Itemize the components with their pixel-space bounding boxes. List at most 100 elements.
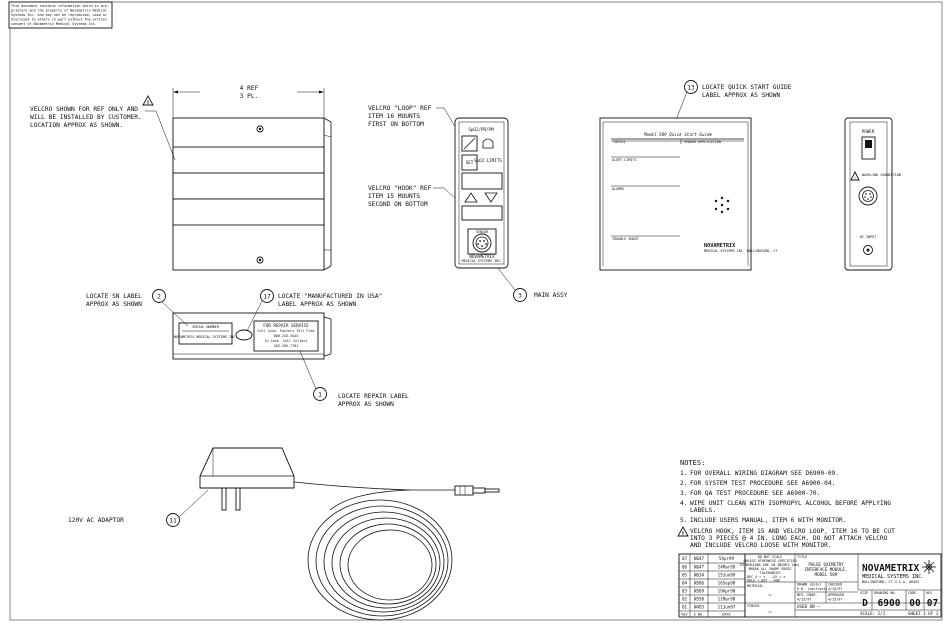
- rev-cell: 19Apr98: [718, 589, 736, 594]
- item-balloon: [166, 513, 180, 527]
- note-text: FOR QA TEST PROCEDURE SEE A6900-70.: [690, 490, 820, 497]
- approved-value: 4/15/97: [828, 598, 842, 602]
- note-flag-icon: [677, 526, 689, 537]
- rev-cell: N493: [694, 605, 705, 610]
- repair-title: FOR REPAIR SERVICE: [263, 323, 309, 328]
- rev-cell: 03: [682, 589, 688, 594]
- guide-row: ALARMS: [612, 187, 624, 191]
- dwg-label: DRAWING NO.: [874, 591, 896, 595]
- rev-header: DATE: [722, 613, 730, 617]
- main-unit-top-view: 4 REF 3 PL. VELCRO SHOWN FOR REF ONLY AN…: [30, 85, 332, 271]
- scale-note: DIMENSIONS ARE IN INCHES (mm): [740, 563, 799, 567]
- ac-adaptor: 120V AC ADAPTOR 11: [68, 447, 500, 621]
- down-arrow-icon: [484, 192, 498, 203]
- note-text: FOR SYSTEM TEST PROCEDURE SEE A6900-04.: [690, 480, 835, 487]
- note-text: INCLUDE USERS MANUAL, ITEM 6 WITH MONITO…: [690, 517, 846, 524]
- sheet-border: [9, 1, 943, 621]
- code-value: 00: [909, 598, 921, 609]
- item-balloon: [513, 288, 527, 302]
- velcro-loop-callout: VELCRO "LOOP" REF: [368, 105, 432, 112]
- disclaimer-line: disclosed to others in part without the …: [11, 18, 107, 22]
- code-label: CODE: [908, 591, 916, 595]
- rev-cell: 07: [682, 556, 688, 561]
- tolerance: HOLE +.007 -.000: [747, 579, 780, 583]
- rev-cell: N558: [694, 597, 705, 602]
- guide-brand: NOVAMETRIX: [704, 243, 736, 249]
- dimension-label: 3 PL.: [240, 93, 259, 100]
- rev-cell: N647: [694, 556, 705, 561]
- item-number: 11: [169, 518, 177, 525]
- note-text: VELCRO HOOK, ITEM 15 AND VELCRO LOOP, IT…: [690, 528, 895, 535]
- svg-text:6: 6: [147, 100, 150, 105]
- drawing-title: PULSE OXIMETRY: [808, 562, 844, 567]
- main-assy-label: MAIN ASSY: [534, 292, 568, 299]
- material-value: ~: [768, 592, 772, 599]
- scale-note: TOLERANCES: [760, 571, 780, 575]
- scale-note: UNLESS OTHERWISE SPECIFIED: [743, 559, 796, 563]
- panel-header: SpO2/PR/PM: [468, 127, 494, 132]
- disclaimer-line: consent of Novametrix Medical Systems In…: [11, 22, 97, 26]
- rev-cell: 16Sep98: [718, 581, 736, 586]
- velcro-hook-callout: SECOND ON BOTTOM: [368, 201, 428, 208]
- limits-button: [461, 154, 478, 171]
- title-label: TITLE: [797, 555, 807, 559]
- mfg-label: MFG. ENGR.: [797, 593, 817, 597]
- company-name: NOVAMETRIX: [862, 563, 919, 574]
- velcro-loop-callout: FIRST ON BOTTOM: [368, 121, 424, 128]
- sn-callout: APPROX AS SHOWN: [86, 301, 142, 308]
- rev-cell: N647: [694, 565, 705, 570]
- link-connector: [858, 186, 878, 206]
- drawing-title: MODEL 509: [815, 572, 838, 577]
- quick-start-callout: LABEL APPROX AS SHOWN: [702, 92, 781, 99]
- drawn-label: DRAWN (date): [797, 583, 822, 587]
- item-balloon: [260, 289, 274, 303]
- callout-line: VELCRO SHOWN FOR REF ONLY AND: [30, 106, 138, 113]
- velcro-ref-callout: VELCRO SHOWN FOR REF ONLY AND WILL BE IN…: [30, 95, 176, 161]
- callout-line: LOCATION APPROX AS SHOWN.: [30, 122, 123, 129]
- item-number: 3: [518, 293, 522, 300]
- guide-brand-sub: MEDICAL SYSTEMS INC. WALLINGFORD, CT: [704, 249, 778, 253]
- note-text: WIPE UNIT CLEAN WITH ISOPROPYL ALCOHOL B…: [690, 500, 891, 507]
- rev-cell: 5Apr99: [719, 556, 735, 561]
- company-logo-icon: [922, 560, 936, 574]
- item-number: 1: [318, 392, 322, 399]
- guide-row: TROUBLE SHOOT: [612, 237, 639, 241]
- side-panel-view: POWER ! WAVELINK CONNECTION DC INPUT: [844, 117, 901, 271]
- rev-cell: N569: [694, 589, 705, 594]
- velcro-hook-callout: ITEM 15 MOUNTS: [368, 193, 420, 200]
- dimension-label: 4 REF: [240, 85, 259, 92]
- rev-cell: 11Jun97: [718, 605, 736, 610]
- material-label: MATERIAL: [747, 584, 763, 588]
- finish-value: ~: [768, 609, 772, 616]
- size-label: SIZE: [860, 591, 868, 595]
- sn-label-title: SERIAL NUMBER: [192, 325, 219, 329]
- note-number: 4.: [680, 500, 687, 507]
- note-text: AND INCLUDE VELCRO LOOSE WITH MONITOR.: [690, 542, 832, 549]
- title-block: DO NOT SCALE UNLESS OTHERWISE SPECIFIED …: [740, 553, 942, 618]
- scale-note: BREAK ALL SHARP EDGES: [749, 567, 792, 571]
- dc-label: DC INPUT: [860, 235, 876, 239]
- sn-label-sub: NOVAMETRIX MEDICAL SYSTEMS INC.: [174, 335, 237, 339]
- item-balloon: [684, 80, 698, 94]
- rev-label: REV: [926, 591, 932, 595]
- notes-block: NOTES: 1. FOR OVERALL WIRING DIAGRAM SEE…: [677, 459, 895, 549]
- limits-label: SpO2 LIMITS: [474, 158, 502, 163]
- sheet: SHEET 1 OF 1: [908, 611, 939, 616]
- tolerance: DEC X = ±: [747, 575, 765, 579]
- approved-label: APPROVED: [828, 593, 844, 597]
- note-text: FOR OVERALL WIRING DIAGRAM SEE D6900-09.: [690, 470, 839, 477]
- repair-callout: LOCATE REPAIR LABEL: [338, 393, 409, 400]
- rev-cell: 04: [682, 581, 688, 586]
- disclaimer-line: prietary and the property of Novametrix …: [11, 9, 107, 13]
- main-unit-side-view: SERIAL NUMBER NOVAMETRIX MEDICAL SYSTEMS…: [86, 289, 409, 408]
- repair-line: 203-265-7701: [274, 344, 299, 348]
- item-number: 2: [157, 294, 161, 301]
- rev-cell: 06: [682, 565, 688, 570]
- drawing-title: INTERFACE MODULE,: [805, 567, 848, 572]
- rev-cell: 24Mar99: [718, 565, 736, 570]
- dwg-number: 6900: [878, 598, 901, 609]
- svg-text:SET: SET: [466, 160, 474, 165]
- link-label: WAVELINK CONNECTION: [862, 173, 901, 177]
- used-on: USED ON ~: [797, 604, 820, 609]
